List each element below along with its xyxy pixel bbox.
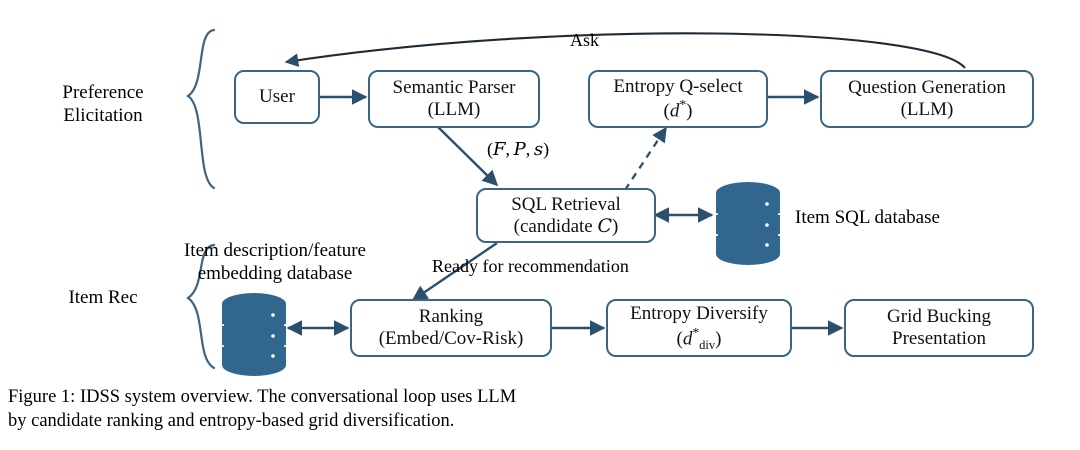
group-label-preference-elicitation-line-1: Preference [62, 82, 144, 103]
node-entropy-diversify-label-1: Entropy Diversify [630, 303, 768, 325]
group-label-item-rec: Item Rec [28, 287, 178, 310]
node-entropy-diversify[interactable]: Entropy Diversify (d*div) [606, 299, 792, 357]
node-sql-retrieval-label-1: SQL Retrieval [511, 193, 621, 215]
edge-sql-retrieval-to-qselect-dashed [624, 126, 667, 191]
edge-sql-retrieval-to-ranking [411, 242, 498, 301]
node-entropy-q-select-label-2: (d*) [663, 97, 693, 122]
label-embedding-database-line-1: Item description/feature [183, 240, 366, 261]
node-semantic-parser-label-1: Semantic Parser [392, 77, 516, 99]
node-grid-bucking-label-2: Presentation [892, 328, 986, 349]
brace-preference-elicitation [186, 28, 216, 190]
figure-caption-line-1: Figure 1: IDSS system overview. The conv… [8, 387, 517, 407]
node-user[interactable]: User [234, 70, 320, 124]
label-embedding-database: Item description/feature embedding datab… [130, 240, 420, 286]
node-user-label: User [259, 86, 295, 108]
figure-caption-line-2: by candidate ranking and entropy-based g… [8, 411, 455, 432]
node-ranking[interactable]: Ranking (Embed/Cov-Risk) [350, 299, 552, 357]
node-semantic-parser-label-2: (LLM) [427, 99, 481, 120]
node-ranking-label-2: (Embed/Cov-Risk) [378, 328, 524, 349]
node-question-generation-label-1: Question Generation [848, 77, 1006, 99]
embedding-database-icon [220, 293, 288, 376]
edge-semantic-parser-to-sql-retrieval [437, 126, 499, 187]
node-entropy-q-select[interactable]: Entropy Q-select (d*) [588, 70, 768, 128]
group-label-preference-elicitation: Preference Elicitation [28, 82, 178, 128]
figure-caption: Figure 1: IDSS system overview. The conv… [8, 385, 708, 434]
node-ranking-label-1: Ranking [418, 306, 484, 328]
edge-ask [284, 32, 966, 69]
edge-label-ask: Ask [570, 30, 600, 50]
brace-item-rec [186, 243, 216, 370]
edge-label-fps: (F, P, s) [487, 139, 550, 160]
item-sql-database-icon [714, 182, 782, 265]
edge-label-ready-for-recommendation: Ready for recommendation [432, 256, 629, 276]
node-question-generation[interactable]: Question Generation (LLM) [820, 70, 1034, 128]
group-label-preference-elicitation-line-2: Elicitation [63, 104, 143, 126]
node-sql-retrieval[interactable]: SQL Retrieval (candidate C) [476, 188, 656, 243]
group-label-item-rec-line-1: Item Rec [68, 287, 138, 308]
label-item-sql-database: Item SQL database [795, 207, 940, 228]
label-embedding-database-line-2: embedding database [197, 262, 353, 284]
node-question-generation-label-2: (LLM) [900, 99, 954, 120]
node-grid-bucking-presentation[interactable]: Grid Bucking Presentation [844, 299, 1034, 357]
node-grid-bucking-label-1: Grid Bucking [887, 306, 991, 328]
node-entropy-q-select-label-1: Entropy Q-select [613, 75, 743, 97]
node-semantic-parser[interactable]: Semantic Parser (LLM) [368, 70, 540, 128]
node-sql-retrieval-label-2: (candidate C) [513, 214, 619, 237]
node-entropy-diversify-label-2: (d*div) [676, 325, 722, 353]
